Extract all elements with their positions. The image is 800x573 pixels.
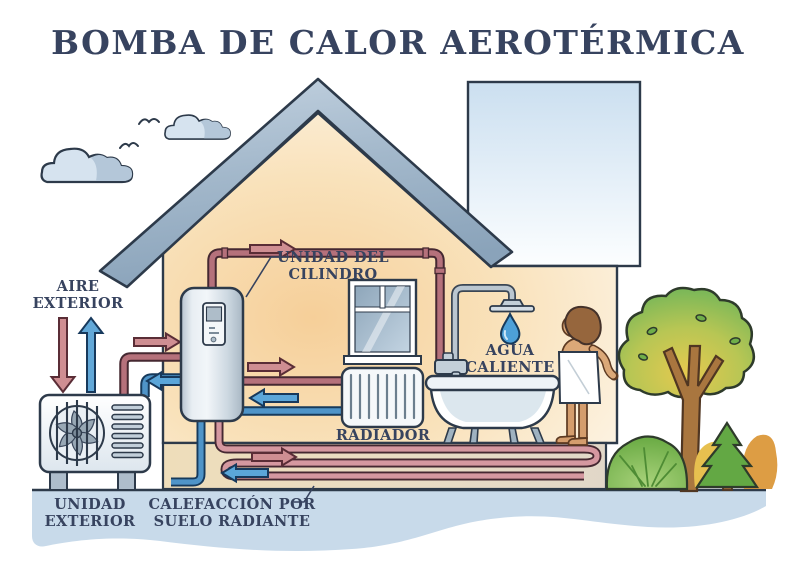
page-title: BOMBA DE CALOR AEROTÉRMICA [51, 22, 745, 62]
window [343, 278, 422, 365]
cylinder-unit [179, 286, 245, 423]
unit-leg [117, 471, 136, 491]
arm [590, 346, 616, 379]
water-drop-highlight [503, 330, 508, 340]
ground [32, 488, 766, 552]
cloud-icon [164, 114, 231, 140]
bush-orange [742, 434, 778, 489]
tree-trunk [662, 344, 725, 493]
label-unidad-cilindro: CILINDRO [288, 266, 377, 283]
bathtub-rim [424, 374, 561, 392]
pipe-joint [422, 247, 430, 259]
hot-flow-arrow-in [133, 331, 182, 353]
window-sill [343, 355, 422, 365]
bush-green [605, 435, 689, 491]
radiator [340, 366, 425, 429]
label-unidad-exterior: EXTERIOR [45, 513, 136, 530]
woman-figure [555, 305, 619, 446]
label-radiador: RADIADOR [336, 427, 431, 444]
pipe-cold-floor-return [171, 420, 206, 487]
label-aire-exterior: EXTERIOR [33, 295, 124, 312]
house-roof [98, 77, 514, 289]
display-screen [205, 306, 223, 322]
bathtub-legs [442, 427, 546, 444]
unit-leg [49, 471, 68, 491]
label-agua-caliente: CALIENTE [465, 359, 554, 376]
cool-air-up-arrow [77, 316, 105, 393]
pipe-joint [434, 267, 446, 275]
label-unidad-exterior: UNIDAD [54, 496, 125, 513]
outdoor-unit [38, 393, 152, 491]
hair [564, 305, 602, 346]
label-agua-caliente: AGUA [485, 342, 535, 359]
upper-floor-wall [466, 80, 642, 268]
shower [451, 284, 535, 374]
bird-icon [119, 142, 139, 149]
cold-flow-arrow-radiator [248, 387, 299, 409]
vent-slats [111, 404, 144, 459]
pipe-hot-outdoor [119, 352, 184, 397]
hot-flow-arrow-floor [251, 446, 298, 468]
pointer-line-underfloor [294, 485, 315, 503]
pipe-hot-to-shower [207, 247, 446, 362]
tree [617, 286, 756, 493]
hot-flow-arrow-ceiling [249, 238, 297, 260]
control-knob [210, 336, 217, 343]
hot-flow-arrow-radiator [247, 356, 296, 378]
pine-tree-icon [694, 420, 760, 491]
cold-flow-arrow-floor [220, 462, 269, 484]
label-calefaccion: CALEFACCIÓN POR [148, 495, 316, 513]
bird-icon [138, 118, 160, 125]
pointer-line-cylinder [245, 256, 289, 298]
faucet [434, 352, 468, 382]
label-unidad-cilindro: UNIDAD DEL [277, 249, 389, 266]
label-calefaccion: SUELO RADIANTE [154, 513, 311, 530]
label-aire-exterior: AIRE [56, 278, 100, 295]
fan-icon [49, 400, 105, 466]
cloud-icon [40, 147, 134, 184]
pipe-joint [221, 247, 229, 259]
bathtub [424, 374, 561, 444]
warm-air-down-arrow [49, 317, 77, 394]
